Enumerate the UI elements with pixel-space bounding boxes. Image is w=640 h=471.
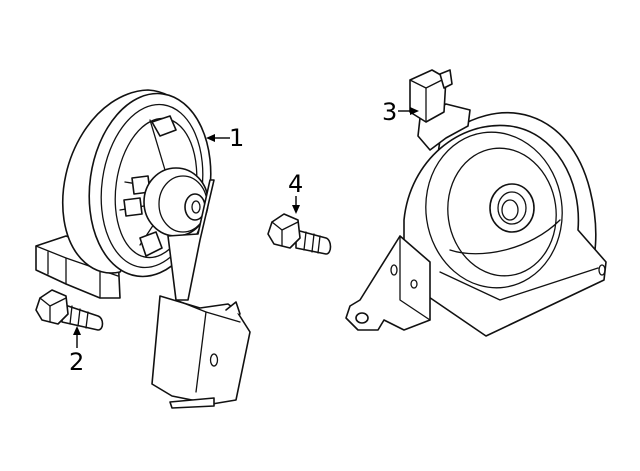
right-horn-hub	[489, 183, 535, 233]
callout-3-label: 3	[382, 98, 397, 126]
bolt-4-head	[267, 213, 301, 249]
callout-1: 1	[206, 124, 244, 152]
bolt-2	[35, 289, 104, 331]
callout-1-label: 1	[229, 124, 244, 152]
callout-4-label: 4	[288, 170, 303, 198]
bolt-2-head	[35, 289, 69, 325]
callout-3: 3	[382, 98, 419, 126]
right-horn-bracket-hole	[355, 312, 369, 324]
left-horn	[35, 89, 251, 409]
callout-4: 4	[288, 170, 303, 214]
callout-2-label: 2	[69, 348, 84, 376]
left-horn-bracket-arm	[167, 179, 215, 301]
callout-2: 2	[69, 326, 84, 376]
right-horn	[345, 69, 607, 337]
bolt-4	[267, 213, 332, 255]
